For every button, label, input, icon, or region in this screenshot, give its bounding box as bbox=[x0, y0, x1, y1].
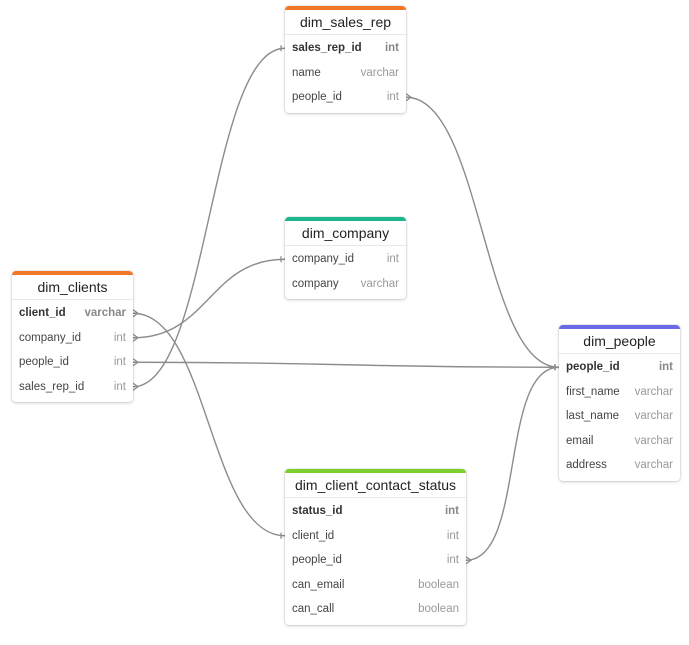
column-row-sales-rep-id[interactable]: sales_rep_id int bbox=[12, 375, 133, 400]
column-name: people_id bbox=[292, 554, 342, 567]
column-name: company bbox=[292, 277, 339, 290]
column-name: status_id bbox=[292, 505, 343, 518]
table-color-bar bbox=[559, 325, 680, 329]
column-row-people-id[interactable]: people_id int bbox=[559, 355, 680, 380]
column-row-address[interactable]: address varchar bbox=[559, 453, 680, 478]
column-type: varchar bbox=[360, 66, 399, 79]
column-row-people-id[interactable]: people_id int bbox=[285, 85, 406, 110]
column-type: varchar bbox=[634, 434, 673, 447]
table-title[interactable]: dim_people bbox=[559, 329, 680, 354]
table-title[interactable]: dim_clients bbox=[12, 275, 133, 300]
relationship-line[interactable] bbox=[465, 366, 560, 561]
table-color-bar bbox=[285, 469, 466, 473]
column-row-company-id[interactable]: company_id int bbox=[12, 326, 133, 351]
column-type: int bbox=[113, 380, 126, 393]
column-type: int bbox=[446, 554, 459, 567]
column-type: varchar bbox=[634, 459, 673, 472]
column-type: varchar bbox=[84, 307, 126, 320]
column-row-company-id[interactable]: company_id int bbox=[285, 247, 406, 272]
column-row-first-name[interactable]: first_name varchar bbox=[559, 380, 680, 405]
column-row-name[interactable]: name varchar bbox=[285, 61, 406, 86]
column-row-people-id[interactable]: people_id int bbox=[285, 548, 466, 573]
column-name: can_call bbox=[292, 603, 335, 616]
column-row-sales-rep-id[interactable]: sales_rep_id int bbox=[285, 36, 406, 61]
column-name: people_id bbox=[19, 356, 69, 369]
relationship-line[interactable] bbox=[132, 361, 560, 368]
column-name: people_id bbox=[292, 91, 342, 104]
relationship-line[interactable] bbox=[132, 47, 286, 388]
column-row-company[interactable]: company varchar bbox=[285, 272, 406, 297]
column-type: boolean bbox=[418, 603, 459, 616]
column-name: first_name bbox=[566, 385, 620, 398]
column-name: client_id bbox=[292, 529, 335, 542]
column-type: int bbox=[446, 529, 459, 542]
column-type: int bbox=[386, 91, 399, 104]
column-row-last-name[interactable]: last_name varchar bbox=[559, 404, 680, 429]
column-list: company_id int company varchar bbox=[285, 246, 406, 299]
column-name: email bbox=[566, 434, 594, 447]
column-name: name bbox=[292, 66, 321, 79]
many-marker bbox=[132, 358, 140, 367]
column-row-status-id[interactable]: status_id int bbox=[285, 499, 466, 524]
column-type: int bbox=[113, 356, 126, 369]
many-marker bbox=[132, 382, 140, 391]
table-color-bar bbox=[285, 6, 406, 10]
column-name: people_id bbox=[566, 361, 620, 374]
relationship-line[interactable] bbox=[132, 258, 286, 339]
many-marker bbox=[132, 333, 140, 342]
many-marker bbox=[132, 309, 140, 318]
table-color-bar bbox=[12, 271, 133, 275]
column-type: boolean bbox=[418, 578, 459, 591]
column-name: sales_rep_id bbox=[292, 42, 362, 55]
column-type: int bbox=[658, 361, 673, 374]
column-name: last_name bbox=[566, 410, 620, 423]
column-name: client_id bbox=[19, 307, 66, 320]
column-name: company_id bbox=[292, 253, 355, 266]
table-title[interactable]: dim_client_contact_status bbox=[285, 473, 466, 498]
table-color-bar bbox=[285, 217, 406, 221]
column-row-people-id[interactable]: people_id int bbox=[12, 350, 133, 375]
many-marker bbox=[405, 93, 413, 102]
many-marker bbox=[465, 556, 473, 565]
table-dim-company[interactable]: dim_company company_id int company varchar bbox=[285, 217, 406, 299]
column-name: sales_rep_id bbox=[19, 380, 85, 393]
column-type: varchar bbox=[634, 385, 673, 398]
column-type: int bbox=[386, 253, 399, 266]
column-type: int bbox=[384, 42, 399, 55]
column-type: varchar bbox=[360, 277, 399, 290]
relationship-line[interactable] bbox=[132, 312, 286, 537]
column-row-client-id[interactable]: client_id int bbox=[285, 524, 466, 549]
column-row-client-id[interactable]: client_id varchar bbox=[12, 301, 133, 326]
column-name: can_email bbox=[292, 578, 345, 591]
column-type: int bbox=[113, 331, 126, 344]
column-name: company_id bbox=[19, 331, 82, 344]
column-row-can-email[interactable]: can_email boolean bbox=[285, 573, 466, 598]
relationship-line[interactable] bbox=[405, 96, 560, 368]
column-type: varchar bbox=[634, 410, 673, 423]
column-name: address bbox=[566, 459, 607, 472]
column-row-email[interactable]: email varchar bbox=[559, 429, 680, 454]
table-title[interactable]: dim_company bbox=[285, 221, 406, 246]
table-title[interactable]: dim_sales_rep bbox=[285, 10, 406, 35]
column-type: int bbox=[444, 505, 459, 518]
column-row-can-call[interactable]: can_call boolean bbox=[285, 597, 466, 622]
